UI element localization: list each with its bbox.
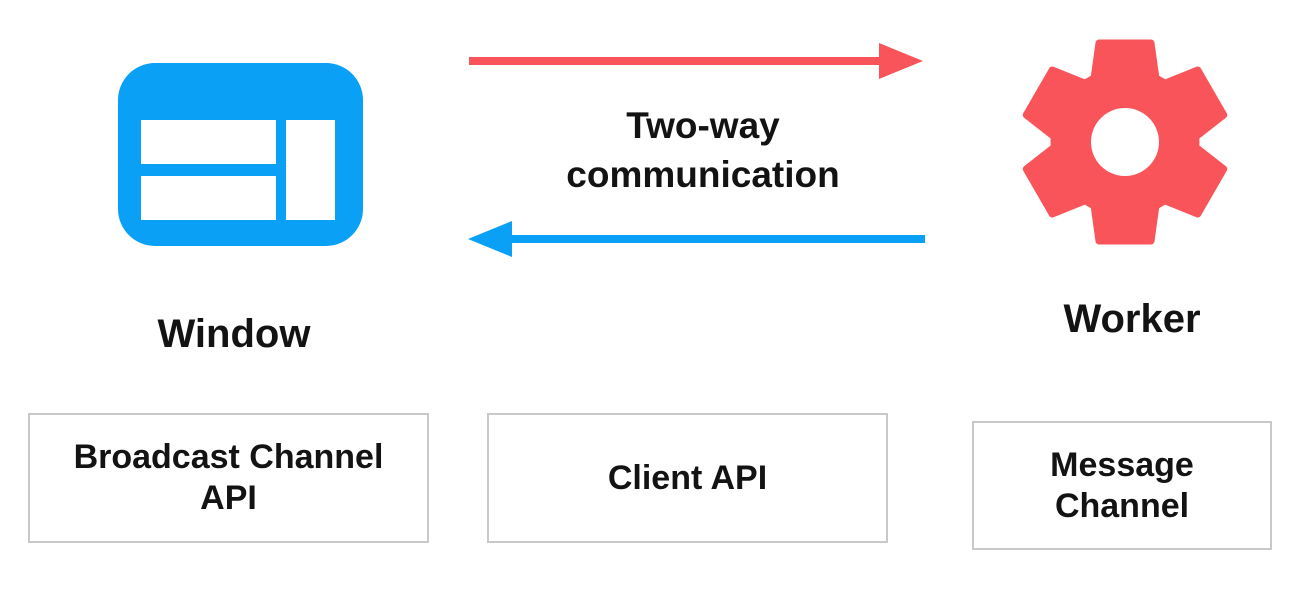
client-api-label: Client API xyxy=(607,458,768,497)
arrow-right-icon xyxy=(469,43,923,79)
broadcast-channel-api-label: Broadcast Channel API xyxy=(73,438,384,517)
arrow-left-icon xyxy=(468,221,925,257)
two-way-communication-label: Two-way communication xyxy=(566,105,840,195)
window-label: Window xyxy=(157,312,311,356)
message-channel-box: Message Channel xyxy=(972,421,1272,550)
broadcast-channel-api-box: Broadcast Channel API xyxy=(28,413,429,543)
message-channel-label: Message Channel xyxy=(1050,445,1194,525)
browser-window-icon xyxy=(118,63,363,246)
worker-label: Worker xyxy=(1063,297,1201,341)
client-api-box: Client API xyxy=(487,413,888,543)
gear-icon xyxy=(1022,39,1228,245)
